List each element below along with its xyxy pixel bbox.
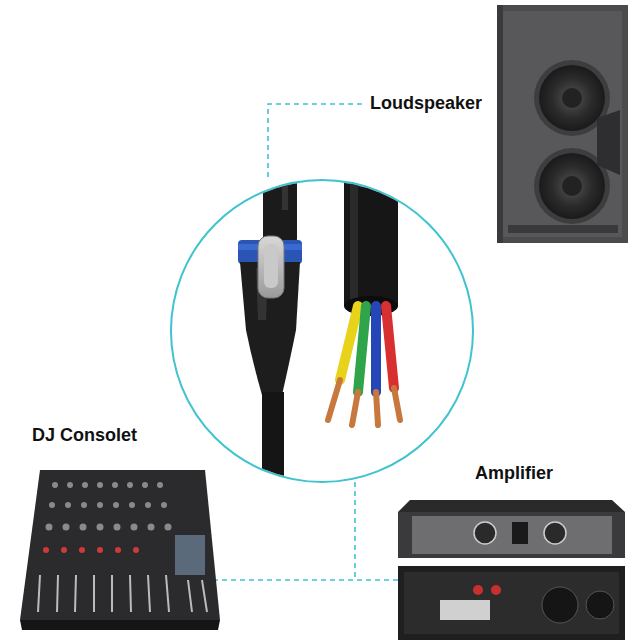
detail-circle <box>171 180 473 482</box>
loudspeaker-label: Loudspeaker <box>368 94 484 114</box>
loudspeaker-picture <box>497 5 628 243</box>
amplifier-label: Amplifier <box>473 464 555 484</box>
amplifier-picture <box>398 500 625 640</box>
cable-picture <box>238 170 400 492</box>
mixer-label: DJ Consolet <box>30 426 139 446</box>
mixer-picture <box>20 470 220 630</box>
